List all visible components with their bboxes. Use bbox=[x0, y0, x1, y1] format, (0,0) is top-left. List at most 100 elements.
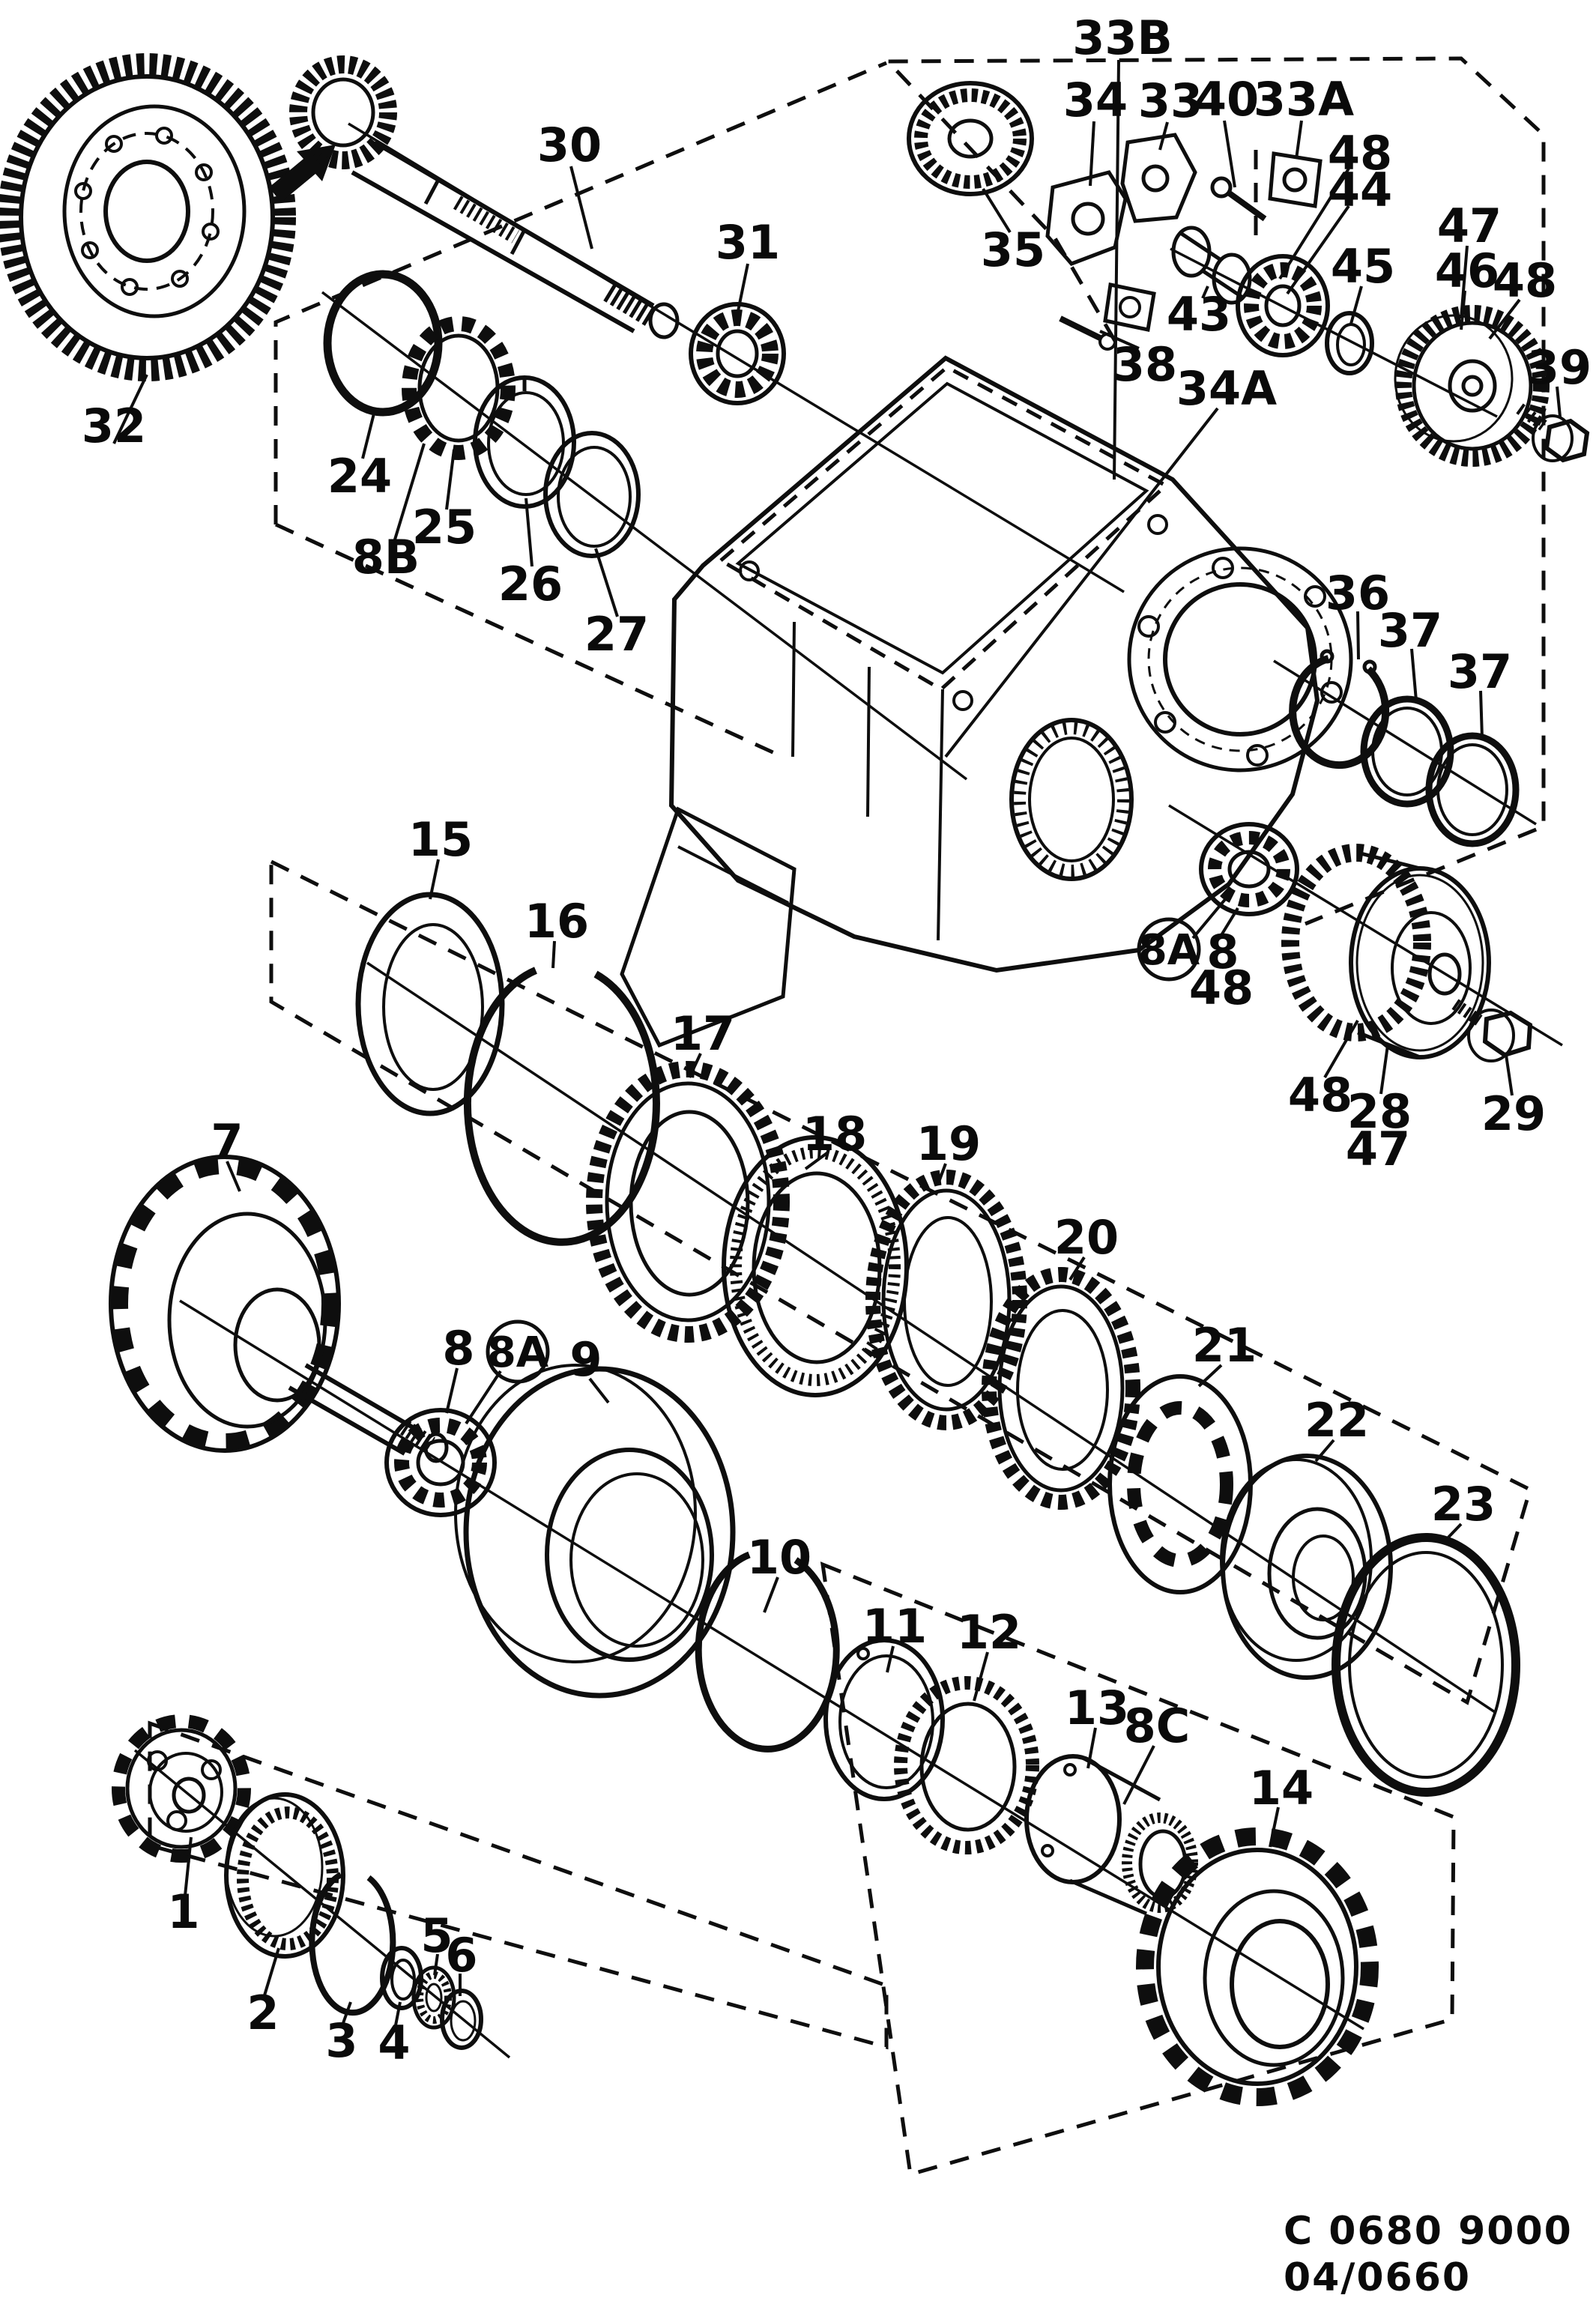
part-label-48-mid: 48 bbox=[1189, 961, 1254, 1015]
spring-washer-21-lobes bbox=[1127, 1401, 1233, 1567]
leader-12 bbox=[973, 1651, 989, 1702]
washer-45 bbox=[1325, 311, 1374, 375]
leader-lines bbox=[112, 59, 1562, 2026]
o-ring-23-inner bbox=[1348, 1551, 1504, 1779]
bushing-43-top bbox=[1178, 230, 1221, 261]
gear-14-bore bbox=[1230, 1919, 1330, 2049]
lock-washer-25-inner bbox=[417, 333, 500, 443]
part-label-24: 24 bbox=[327, 449, 392, 504]
part-label-6: 6 bbox=[445, 1928, 477, 1983]
group-box-pinion-bottom bbox=[274, 522, 781, 758]
group-boxes bbox=[148, 56, 1546, 2177]
leader-9 bbox=[588, 1377, 610, 1404]
part-label-8-left: 8 bbox=[442, 1321, 474, 1376]
washer-11-hole bbox=[856, 1647, 870, 1660]
drawing-revision: 04/0660 bbox=[1284, 2255, 1471, 2300]
carrier-1-pinion-2 bbox=[201, 1759, 222, 1780]
housing-diff-opening bbox=[1009, 718, 1134, 881]
o-ring-37-first bbox=[1360, 695, 1454, 808]
disc-20-body bbox=[997, 1284, 1125, 1493]
gear-28-serration bbox=[1355, 874, 1484, 1052]
part-labels: 32 30 31 35 33B 34 33 40 33A 48 44 45 43… bbox=[82, 10, 1592, 2070]
leader-7 bbox=[226, 1161, 241, 1192]
shaft-step-1 bbox=[423, 178, 441, 205]
part-label-48-lower: 48 bbox=[1288, 1068, 1352, 1122]
leader-48-gear bbox=[1488, 298, 1521, 340]
leader-8A-left bbox=[465, 1370, 502, 1425]
selector-parts bbox=[907, 81, 1590, 467]
bolt-29-washer bbox=[1467, 1009, 1515, 1062]
group-box-selector bbox=[883, 56, 1546, 926]
bearing-31-bore bbox=[716, 329, 759, 378]
part-label-14: 14 bbox=[1249, 1761, 1314, 1815]
part-label-32: 32 bbox=[82, 399, 146, 453]
group-box-output-set bbox=[820, 1561, 1456, 2177]
shaft-step-2 bbox=[510, 229, 527, 256]
speedo-gear-35-teeth bbox=[914, 88, 1027, 189]
bolt-39-thread bbox=[1516, 403, 1547, 431]
pinion-gear-teeth bbox=[289, 55, 397, 169]
disc-19-inner bbox=[903, 1216, 993, 1387]
drum-row bbox=[109, 1155, 1379, 2106]
gear-28-top-line bbox=[1357, 850, 1421, 871]
part-label-28: 28 bbox=[1347, 1084, 1412, 1139]
planet-set-row bbox=[112, 1714, 483, 2050]
part-label-30: 30 bbox=[537, 118, 602, 172]
part-label-5: 5 bbox=[420, 1908, 453, 1963]
leader-23 bbox=[1441, 1523, 1463, 1545]
bearing-44-bore bbox=[1264, 284, 1302, 327]
bolt-40-shaft bbox=[1225, 189, 1267, 222]
drum-22-bore bbox=[1292, 1534, 1355, 1621]
drum-7-shaft-bottom bbox=[288, 1385, 406, 1456]
washer-6-inner bbox=[450, 2000, 477, 2042]
part-label-11: 11 bbox=[862, 1599, 927, 1654]
output-gear-set bbox=[1199, 822, 1533, 1062]
housing-rib-1 bbox=[791, 621, 796, 758]
washer-11-inner bbox=[838, 1654, 934, 1789]
axis-drum-row bbox=[179, 1299, 1364, 2031]
leader-8-right bbox=[1220, 907, 1239, 937]
leader-46 bbox=[1460, 290, 1466, 330]
drum-13-hole-2 bbox=[1041, 1844, 1054, 1857]
gear-28-helical-teeth bbox=[1281, 844, 1431, 1041]
part-label-48-top: 48 bbox=[1328, 126, 1392, 181]
leader-45 bbox=[1349, 285, 1363, 324]
disc-17-teeth bbox=[586, 1061, 790, 1343]
snap-ring-10 bbox=[695, 1551, 840, 1753]
part-label-33: 33 bbox=[1138, 73, 1203, 128]
part-label-45: 45 bbox=[1331, 239, 1395, 294]
gear-46-helix bbox=[1394, 314, 1514, 443]
gear-46-hub bbox=[1448, 359, 1497, 413]
snap-ring-3 bbox=[309, 1872, 396, 2016]
gear-46-bore bbox=[1461, 375, 1484, 397]
drum-9-inner bbox=[569, 1472, 704, 1648]
housing-diff-opening-teeth bbox=[1014, 722, 1129, 877]
part-label-21: 21 bbox=[1192, 1318, 1257, 1373]
part-label-8B: 8B bbox=[352, 530, 420, 584]
leader-16 bbox=[551, 940, 556, 969]
bearing-5-bore bbox=[425, 1983, 443, 2013]
housing-outline bbox=[668, 355, 1320, 973]
part-label-48-gear: 48 bbox=[1493, 253, 1557, 308]
leader-34 bbox=[1089, 121, 1095, 187]
part-label-7: 7 bbox=[211, 1114, 243, 1169]
disc-20-inner bbox=[1016, 1309, 1109, 1471]
housing-inner-rim bbox=[735, 381, 1149, 675]
speedo-gear-35-body bbox=[907, 81, 1034, 196]
housing-rib-2 bbox=[866, 666, 871, 817]
leader-14 bbox=[1269, 1806, 1280, 1848]
carrier-1-lugs bbox=[112, 1714, 251, 1863]
part-label-2: 2 bbox=[247, 1986, 279, 2040]
plate-33A-hole bbox=[1282, 167, 1308, 193]
part-label-8C: 8C bbox=[1124, 1699, 1191, 1753]
part-label-29: 29 bbox=[1481, 1086, 1546, 1141]
plate-34A-hole bbox=[1119, 296, 1141, 318]
part-label-35: 35 bbox=[981, 223, 1045, 277]
part-label-47-lower: 47 bbox=[1346, 1122, 1410, 1176]
washer-15-inner bbox=[382, 923, 484, 1091]
part-label-37-first: 37 bbox=[1378, 603, 1442, 658]
axis-clutch-pack bbox=[366, 961, 1496, 1714]
leader-35 bbox=[982, 187, 1012, 234]
part-label-8-right: 8 bbox=[1206, 925, 1239, 979]
bearing-8-left-outer bbox=[384, 1408, 497, 1517]
